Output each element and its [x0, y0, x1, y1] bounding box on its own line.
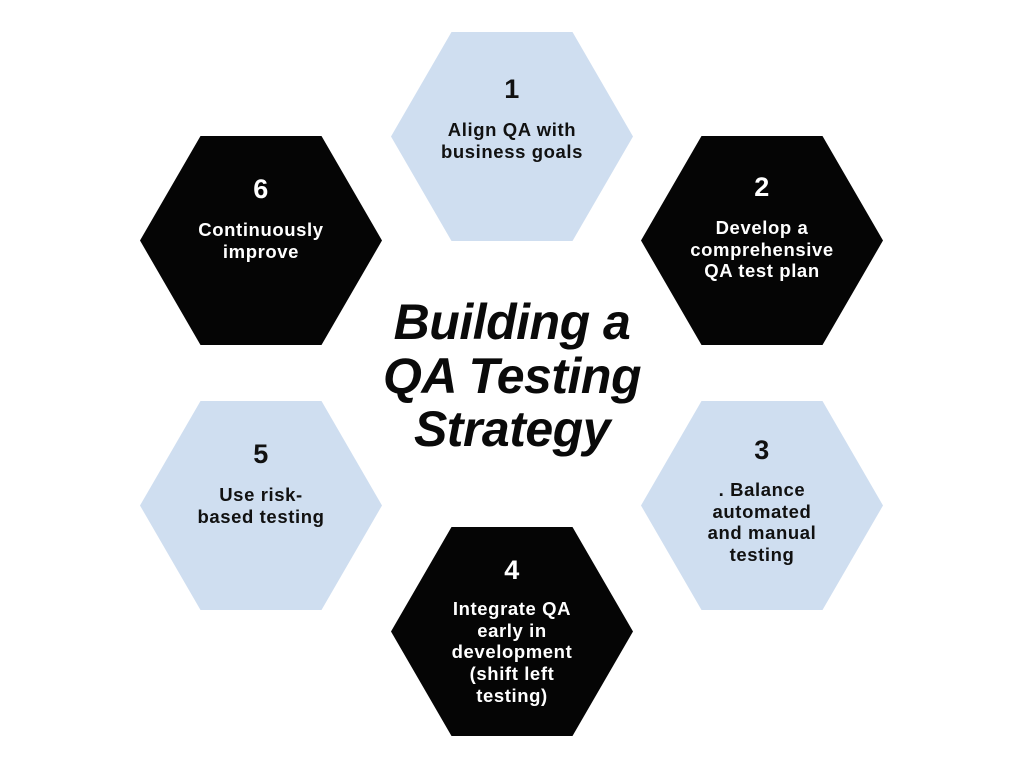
step-text-4: Integrate QA early in development (shift… [451, 598, 573, 706]
step-text-3: . Balance automated and manual testing [707, 479, 817, 565]
hexagon-step-1[interactable]: 1 Align QA with business goals [391, 32, 633, 241]
step-text-2: Develop a comprehensive QA test plan [690, 217, 834, 282]
step-text-5: Use risk- based testing [197, 484, 325, 527]
step-number-6: 6 [253, 174, 269, 204]
step-number-4: 4 [504, 555, 520, 585]
step-text-6: Continuously improve [198, 219, 324, 262]
step-number-5: 5 [253, 439, 269, 469]
step-text-1: Align QA with business goals [440, 119, 584, 162]
step-number-1: 1 [504, 74, 520, 104]
step-number-3: 3 [754, 435, 770, 465]
step-number-2: 2 [754, 172, 770, 202]
hexagon-step-4[interactable]: 4 Integrate QA early in development (shi… [391, 527, 633, 736]
infographic-title: Building a QA Testing Strategy [383, 294, 641, 457]
